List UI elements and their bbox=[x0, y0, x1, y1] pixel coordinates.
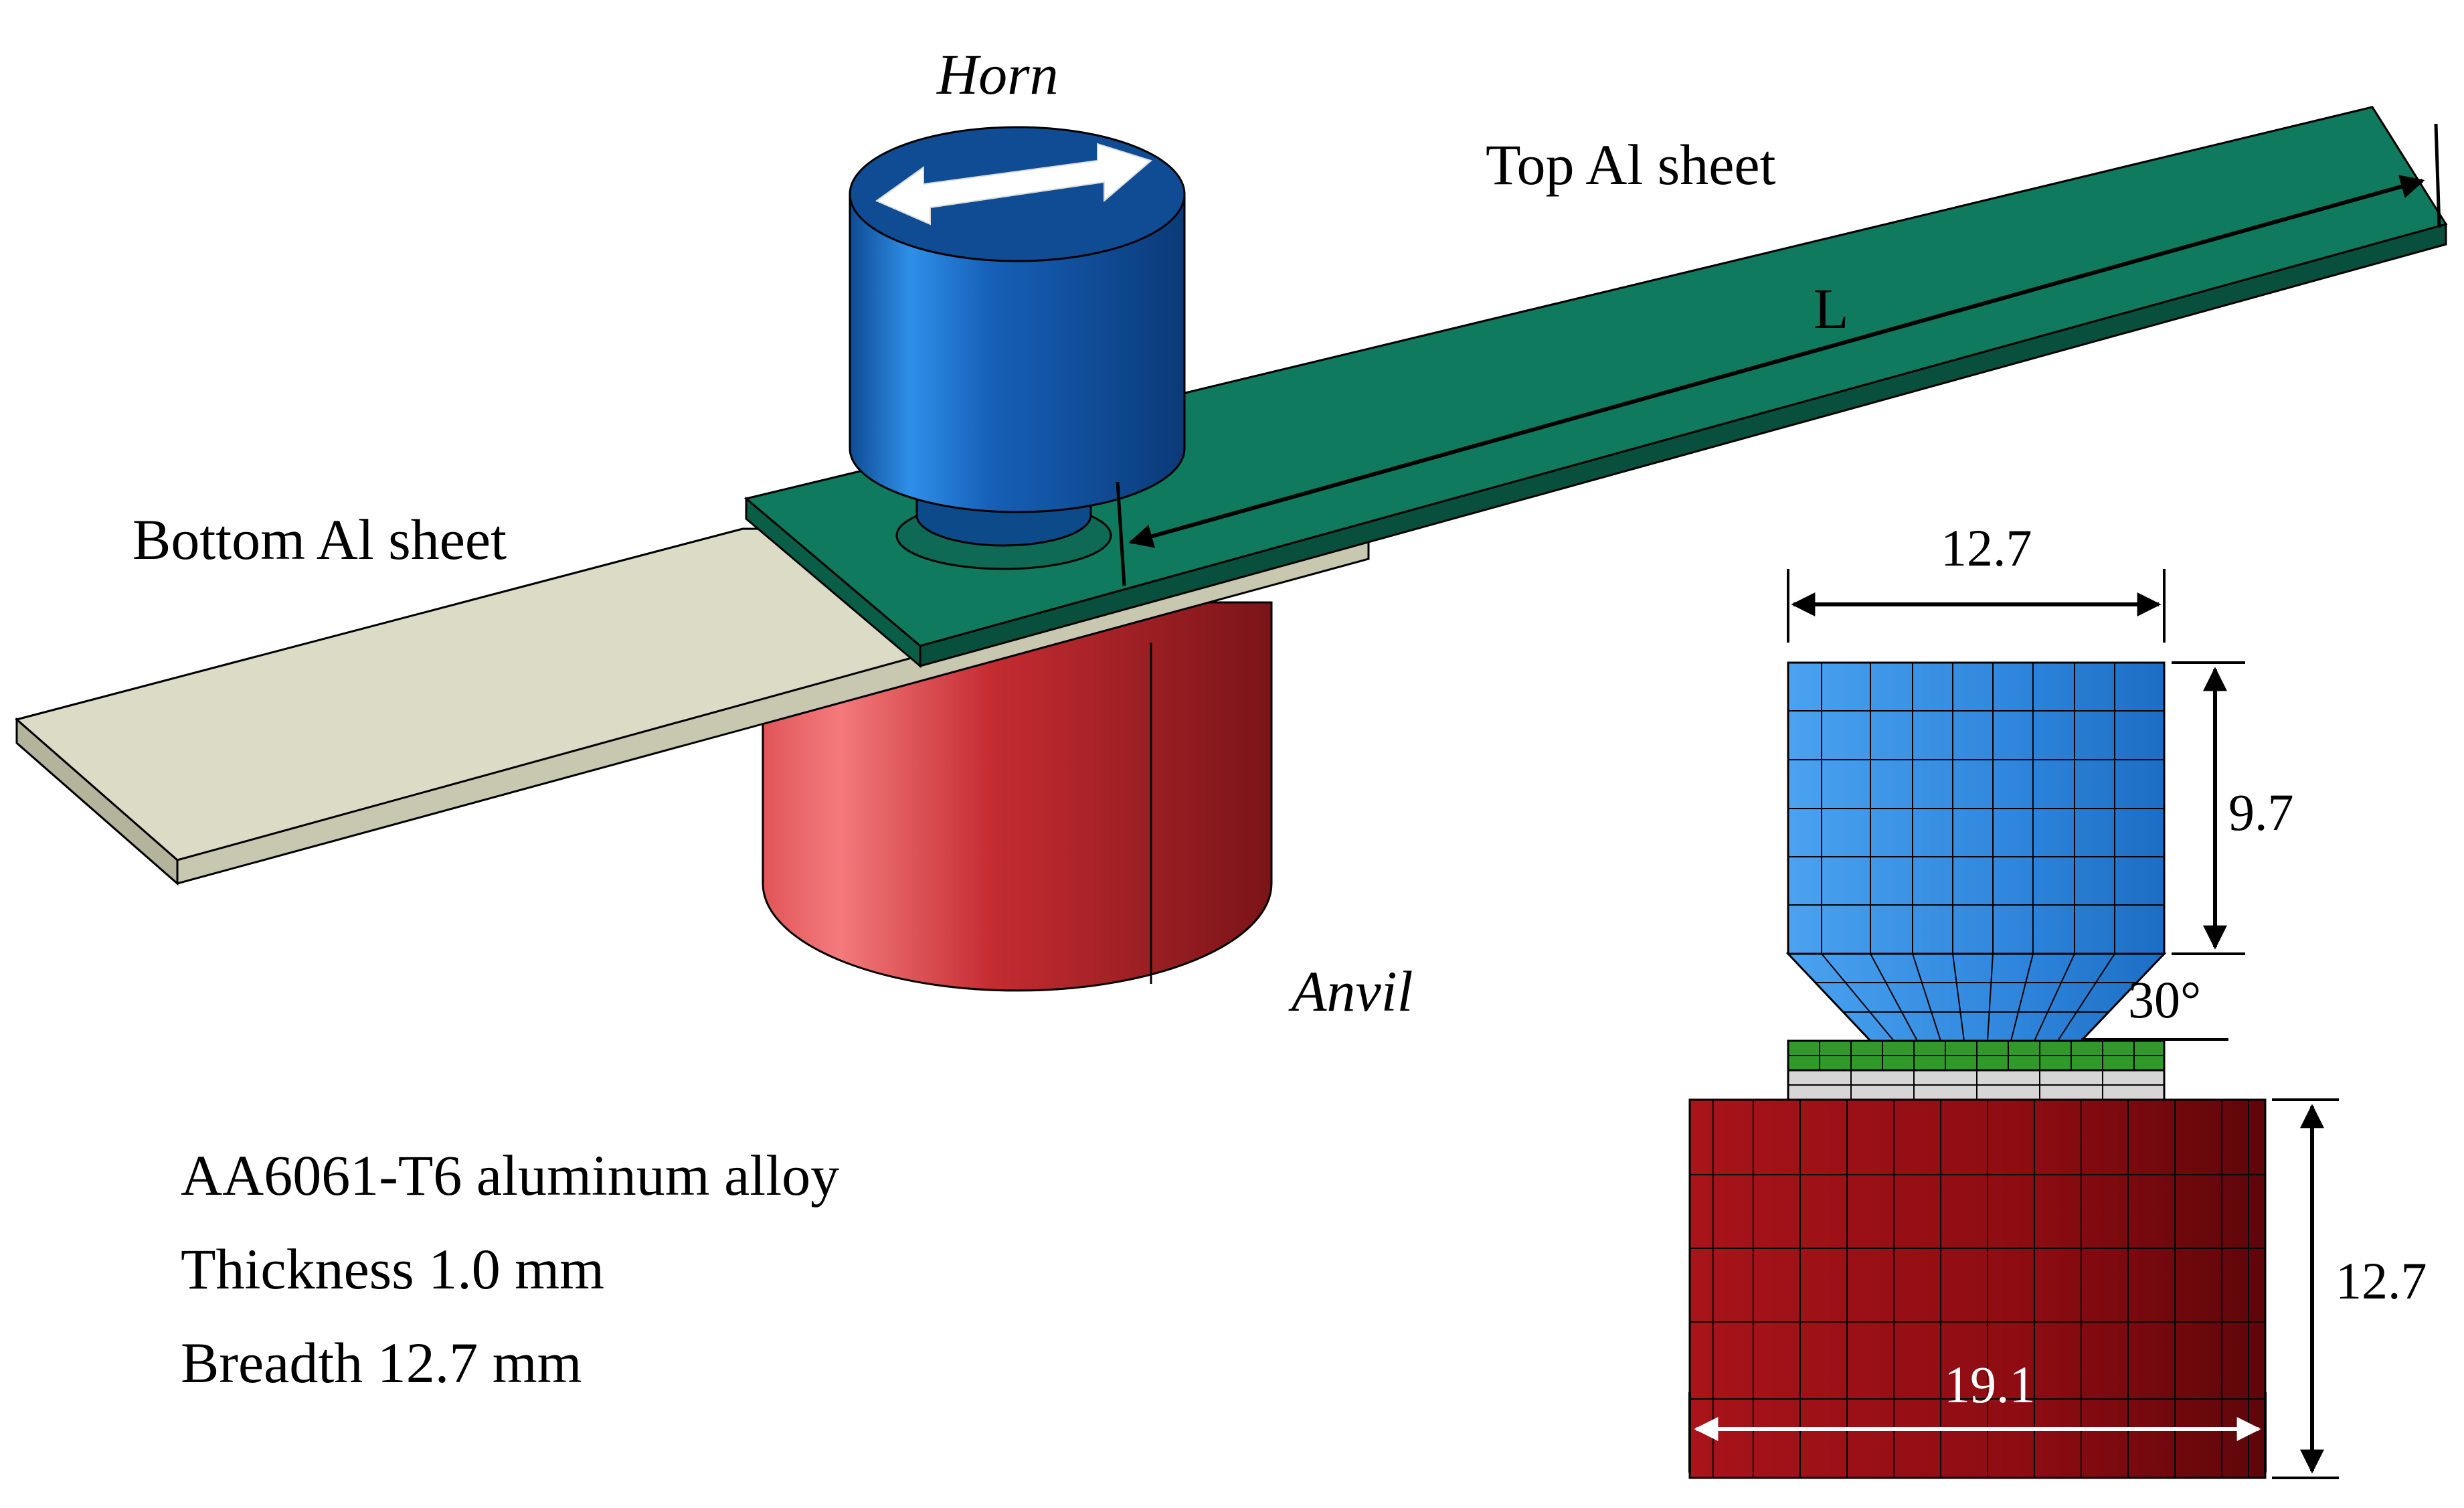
tip-angle-label: 30° bbox=[2128, 971, 2201, 1029]
length-dimension bbox=[1116, 123, 2441, 586]
sheets-mesh bbox=[1787, 1039, 2166, 1101]
mesh-line bbox=[2057, 953, 2115, 1041]
note-material: AA6061-T6 aluminum alloy bbox=[181, 1143, 839, 1207]
horn-mesh bbox=[1785, 661, 2167, 1042]
mesh-line bbox=[2010, 953, 2034, 1041]
anvil-width-label: 19.1 bbox=[1944, 1355, 2036, 1414]
anvil-3d bbox=[762, 601, 1273, 992]
vibration-direction-arrow bbox=[875, 143, 1153, 226]
anvil-height-label: 12.7 bbox=[2336, 1252, 2427, 1310]
horn-label: Horn bbox=[936, 42, 1059, 106]
anvil-width-dimension: 19.1 bbox=[1688, 1355, 2267, 1473]
mesh-line bbox=[1870, 953, 1918, 1041]
mesh-line bbox=[1912, 953, 1941, 1041]
mesh-cross-section: 12.7 9.7 30° 12.7 19.1 bbox=[1688, 519, 2427, 1479]
horn-height-label: 9.7 bbox=[2228, 783, 2294, 841]
mesh-line bbox=[1987, 953, 1994, 1041]
top-sheet-label: Top Al sheet bbox=[1486, 133, 1776, 197]
anvil-label: Anvil bbox=[1288, 959, 1413, 1023]
horn-height-dimension: 9.7 bbox=[2172, 661, 2294, 955]
length-label: L bbox=[1814, 276, 1849, 341]
note-breadth: Breadth 12.7 mm bbox=[181, 1331, 582, 1395]
bottom-sheet-label: Bottom Al sheet bbox=[133, 507, 507, 572]
mesh-line bbox=[1952, 953, 1965, 1041]
mesh-line bbox=[1787, 953, 1871, 1041]
horn-3d bbox=[849, 126, 1186, 570]
mesh-line bbox=[2034, 953, 2075, 1041]
horn-width-label: 12.7 bbox=[1941, 519, 2032, 577]
horn-width-dimension: 12.7 bbox=[1787, 519, 2166, 643]
mesh-line bbox=[2081, 953, 2165, 1041]
material-notes: AA6061-T6 aluminum alloy Thickness 1.0 m… bbox=[181, 1143, 839, 1395]
mesh-line bbox=[1821, 953, 1895, 1041]
note-thickness: Thickness 1.0 mm bbox=[181, 1237, 604, 1301]
tip-angle-dimension: 30° bbox=[2081, 971, 2228, 1041]
anvil-height-dimension: 12.7 bbox=[2272, 1098, 2427, 1479]
anvil-mesh bbox=[1688, 1098, 2267, 1479]
